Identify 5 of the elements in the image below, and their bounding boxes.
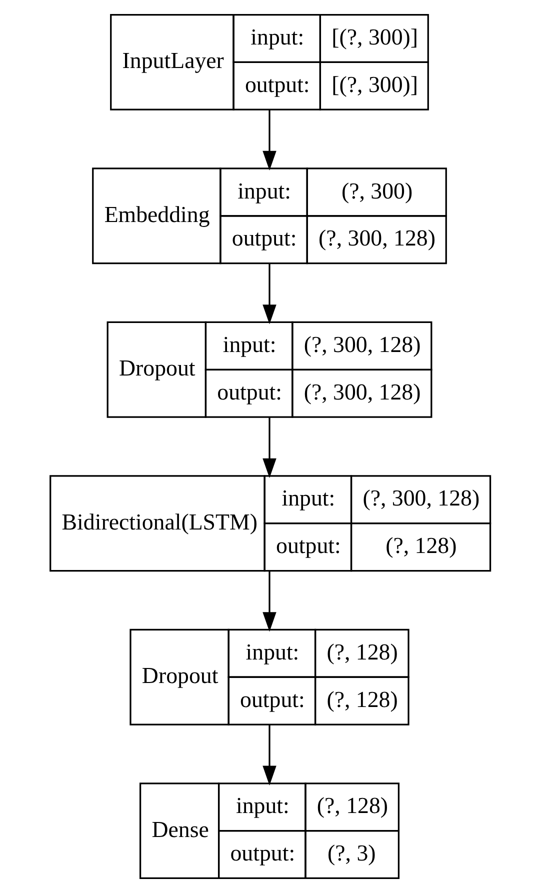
arrow <box>262 570 276 632</box>
arrow <box>262 724 276 786</box>
arrow <box>262 417 276 478</box>
arrow <box>262 110 276 171</box>
arrow <box>262 264 276 324</box>
